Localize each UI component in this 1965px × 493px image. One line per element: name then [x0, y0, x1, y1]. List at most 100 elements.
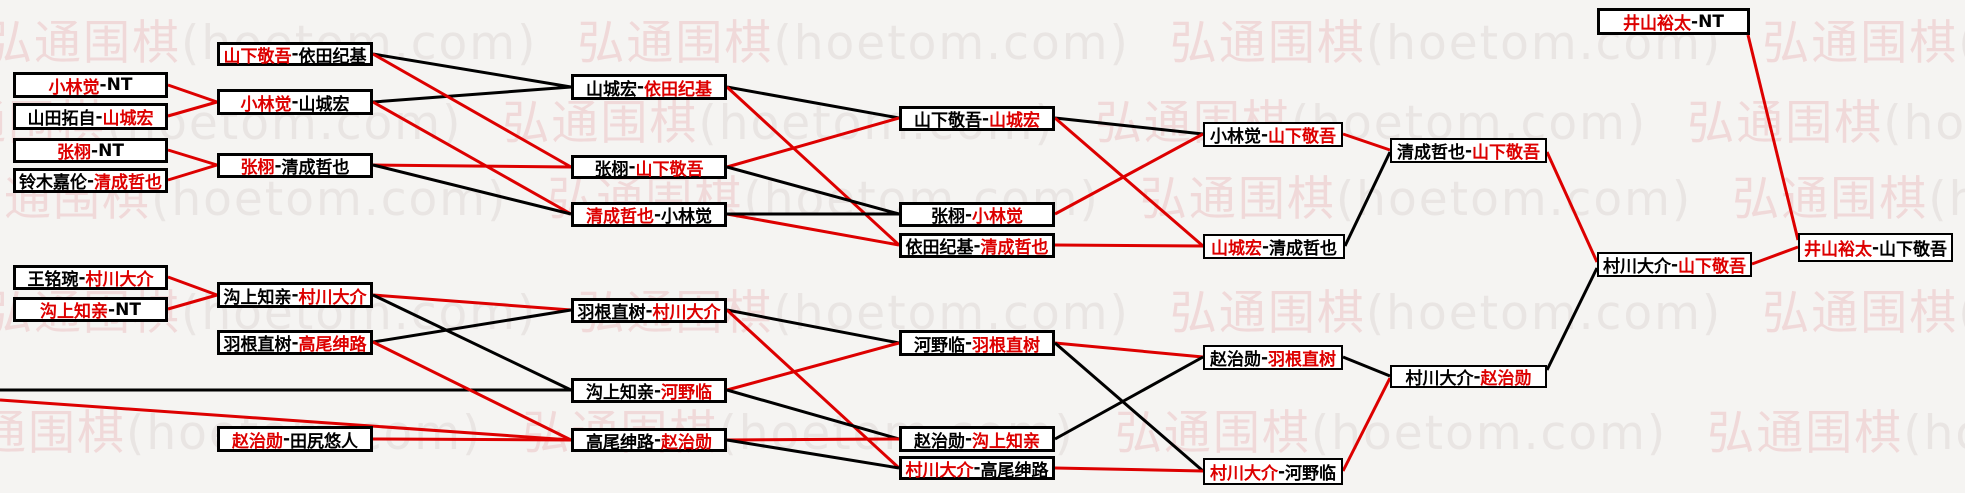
winner-path-line [372, 100, 572, 216]
vs-hyphen: - [282, 429, 291, 449]
player-name: 井山裕太 [1803, 240, 1872, 260]
player-name: NT [115, 299, 141, 320]
winner-path-line [372, 163, 572, 169]
player-name: 山城宏 [298, 94, 350, 115]
match-box-F2: 村川大介-赵治勋 [1390, 365, 1547, 389]
match-box-E4: 村川大介-河野临 [1203, 458, 1343, 485]
winner-path-line [167, 148, 218, 167]
player-name: 沟上知亲 [585, 383, 654, 403]
vs-hyphen: - [1473, 366, 1481, 387]
vs-hyphen: - [291, 44, 299, 64]
player-name: 沟上知亲 [972, 431, 1041, 452]
loser-path-line [372, 293, 572, 392]
loser-path-line [1054, 341, 1204, 473]
loser-path-line [726, 438, 900, 470]
player-name: 村川大介 [905, 460, 974, 481]
match-box-A4: 铃木嘉伦-清成哲也 [13, 168, 168, 193]
watermark-text: 弘通围棋(hoetom.com) [1169, 286, 1723, 341]
player-name: 山下敬吾 [223, 46, 292, 67]
player-name: 张栩 [594, 159, 629, 180]
vs-hyphen: - [964, 333, 973, 353]
watermark-text: 弘通围棋(hoetom.com) [1762, 286, 1965, 341]
vs-hyphen: - [653, 380, 662, 401]
vs-hyphen: - [274, 155, 282, 176]
match-box-E1: 小林觉-山下敬吾 [1203, 122, 1343, 147]
player-name: 山下敬吾 [1472, 143, 1541, 163]
player-name: NT [1698, 11, 1724, 32]
player-name: 赵治勋 [1209, 350, 1261, 370]
vs-hyphen: - [1261, 236, 1270, 257]
vs-hyphen: - [78, 267, 86, 288]
loser-path-line [726, 165, 900, 216]
player-name: 张栩 [240, 158, 275, 178]
match-box-C6: 高尾绅路-赵治勋 [571, 428, 727, 453]
player-name: 羽根直树 [1268, 350, 1337, 370]
watermark-text: 弘通围棋(hoetom.com) [1687, 96, 1965, 151]
player-name: 依田纪基 [644, 79, 713, 100]
vs-hyphen: - [645, 300, 653, 321]
winner-path-line [167, 275, 218, 297]
watermark-text: 弘通围棋(hoetom.com) [1732, 172, 1965, 227]
winner-path-line [1054, 243, 1204, 248]
watermark-text: 弘通围棋(hoetom.com) [1169, 16, 1723, 71]
match-box-C1: 山城宏-依田纪基 [571, 74, 727, 100]
match-box-A1: 小林觉-NT [13, 72, 168, 98]
match-box-A2: 山田拓自-山城宏 [13, 103, 168, 130]
player-name: 山城宏 [989, 111, 1041, 131]
player-name: 高尾绅路 [980, 460, 1049, 481]
winner-path-line [1054, 466, 1204, 473]
player-name: 河野临 [1285, 464, 1337, 484]
match-box-B4: 沟上知亲-村川大介 [217, 282, 373, 308]
loser-path-line [1545, 267, 1599, 371]
winner-path-line [726, 437, 900, 442]
player-name: 张栩 [930, 207, 965, 227]
vs-hyphen: - [973, 458, 981, 478]
player-name: 依田纪基 [905, 238, 974, 258]
player-name: 清成哲也 [1269, 239, 1338, 259]
player-name: 高尾绅路 [585, 432, 654, 453]
vs-hyphen: - [291, 92, 299, 112]
loser-path-line [372, 52, 572, 89]
winner-path-line [725, 308, 901, 470]
winner-path-line [167, 163, 218, 182]
vs-hyphen: - [1260, 124, 1269, 145]
loser-path-line [726, 308, 900, 345]
player-name: 村川大介 [1405, 369, 1474, 389]
match-box-G1: 村川大介-山下敬吾 [1597, 252, 1752, 277]
player-name: 河野临 [661, 383, 713, 403]
player-name: 小林觉 [1209, 127, 1261, 147]
player-name: NT [98, 140, 124, 161]
match-box-B5: 羽根直树-高尾绅路 [217, 330, 373, 355]
watermark-text: 弘通围棋(hoetom.com) [1114, 406, 1668, 461]
winner-path-line [1054, 132, 1204, 216]
watermark-text: 弘通围棋(hoetom.com) [577, 16, 1130, 71]
vs-hyphen: - [99, 75, 107, 95]
player-name: 羽根直树 [577, 303, 646, 323]
player-name: 小林觉 [661, 207, 713, 227]
winner-path-line [1746, 34, 1800, 241]
player-name: 沟上知亲 [40, 302, 109, 322]
vs-hyphen: - [628, 157, 636, 177]
watermark-text: 弘通围棋(hoetom.com) [1762, 16, 1965, 71]
watermark-text: 弘通围棋(hoetom.com) [1707, 406, 1965, 461]
winner-path-line [726, 116, 900, 169]
player-name: 赵治勋 [913, 431, 965, 452]
player-name: 清成哲也 [585, 207, 654, 227]
player-name: 依田纪基 [298, 46, 367, 67]
player-name: 张栩 [57, 143, 92, 163]
loser-path-line [372, 85, 572, 104]
match-box-D1: 山下敬吾-山城宏 [899, 106, 1055, 131]
watermark-row-1: 弘通围棋(hoetom.com)弘通围棋(hoetom.com)弘通围棋(hoe… [0, 20, 1965, 67]
vs-hyphen: - [291, 285, 299, 305]
player-name: 小林觉 [48, 77, 100, 98]
match-box-T1: 井山裕太-NT [1597, 8, 1750, 35]
loser-path-line [726, 388, 900, 441]
player-name: 山田拓自 [27, 109, 96, 129]
player-name: 山下敬吾 [1678, 257, 1747, 277]
player-name: 山下敬吾 [635, 159, 704, 180]
match-box-A5: 王铭琬-村川大介 [13, 265, 168, 290]
player-name: 小林觉 [240, 94, 292, 115]
player-name: 山下敬吾 [913, 111, 982, 131]
vs-hyphen: - [981, 108, 990, 129]
player-name: 铃木嘉伦 [18, 173, 87, 193]
